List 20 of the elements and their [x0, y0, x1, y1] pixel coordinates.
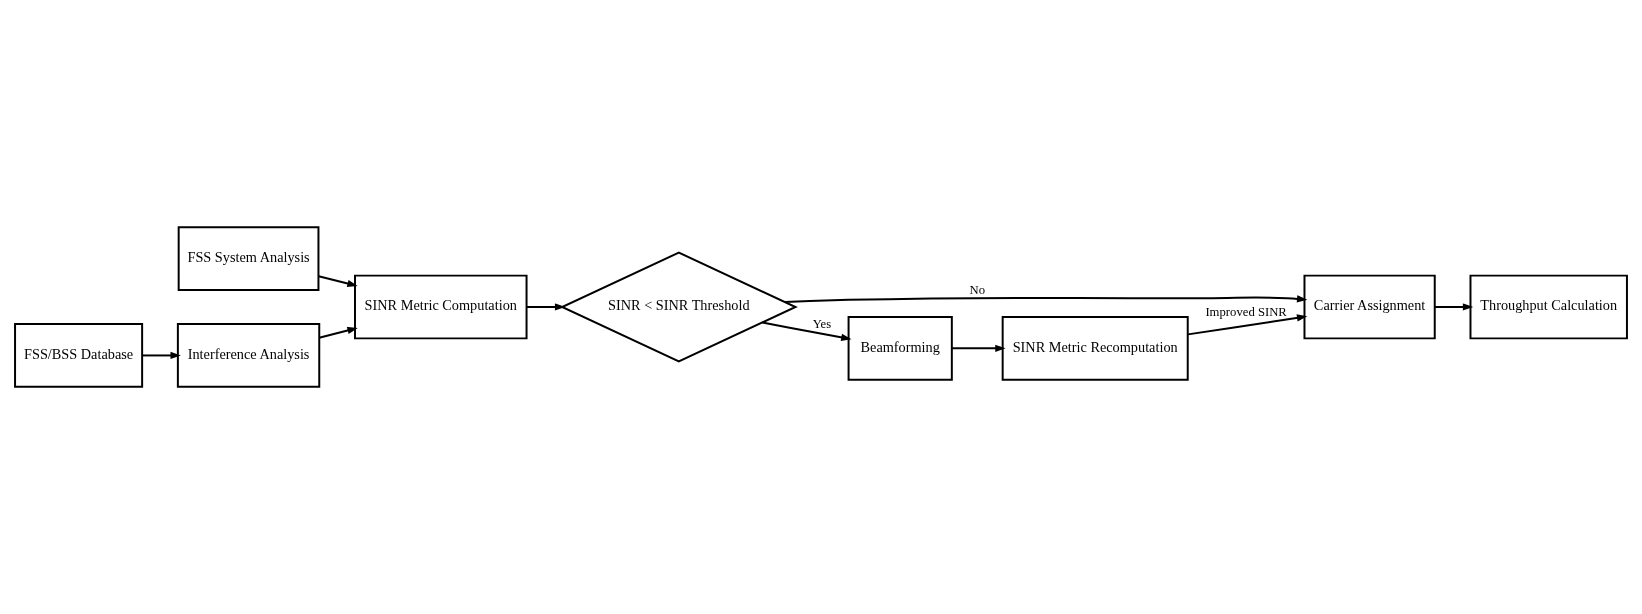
- node-box: FSS/BSS Database: [14, 323, 144, 388]
- arrow: [141, 351, 181, 360]
- node-box: Beamforming: [847, 315, 953, 381]
- node-box: Throughput Calculation: [1469, 274, 1628, 340]
- node-box: Interference Analysis: [176, 323, 321, 388]
- arrow: [951, 344, 1006, 352]
- arrow: [1433, 303, 1474, 311]
- arrow: [317, 275, 358, 288]
- edge-label: No: [969, 283, 985, 298]
- edge-label: Yes: [812, 317, 832, 332]
- arrow: [525, 303, 566, 311]
- arrow: [318, 326, 358, 339]
- node-box: FSS System Analysis: [177, 226, 320, 291]
- node-box: SINR Metric Computation: [354, 274, 528, 340]
- arrow: [761, 321, 852, 341]
- edge-label: Improved SINR: [1205, 305, 1287, 320]
- arrow: [1186, 314, 1308, 336]
- node-box: Carrier Assignment: [1303, 274, 1436, 340]
- arrow: [783, 295, 1308, 303]
- node-box: SINR Metric Recomputation: [1001, 315, 1189, 381]
